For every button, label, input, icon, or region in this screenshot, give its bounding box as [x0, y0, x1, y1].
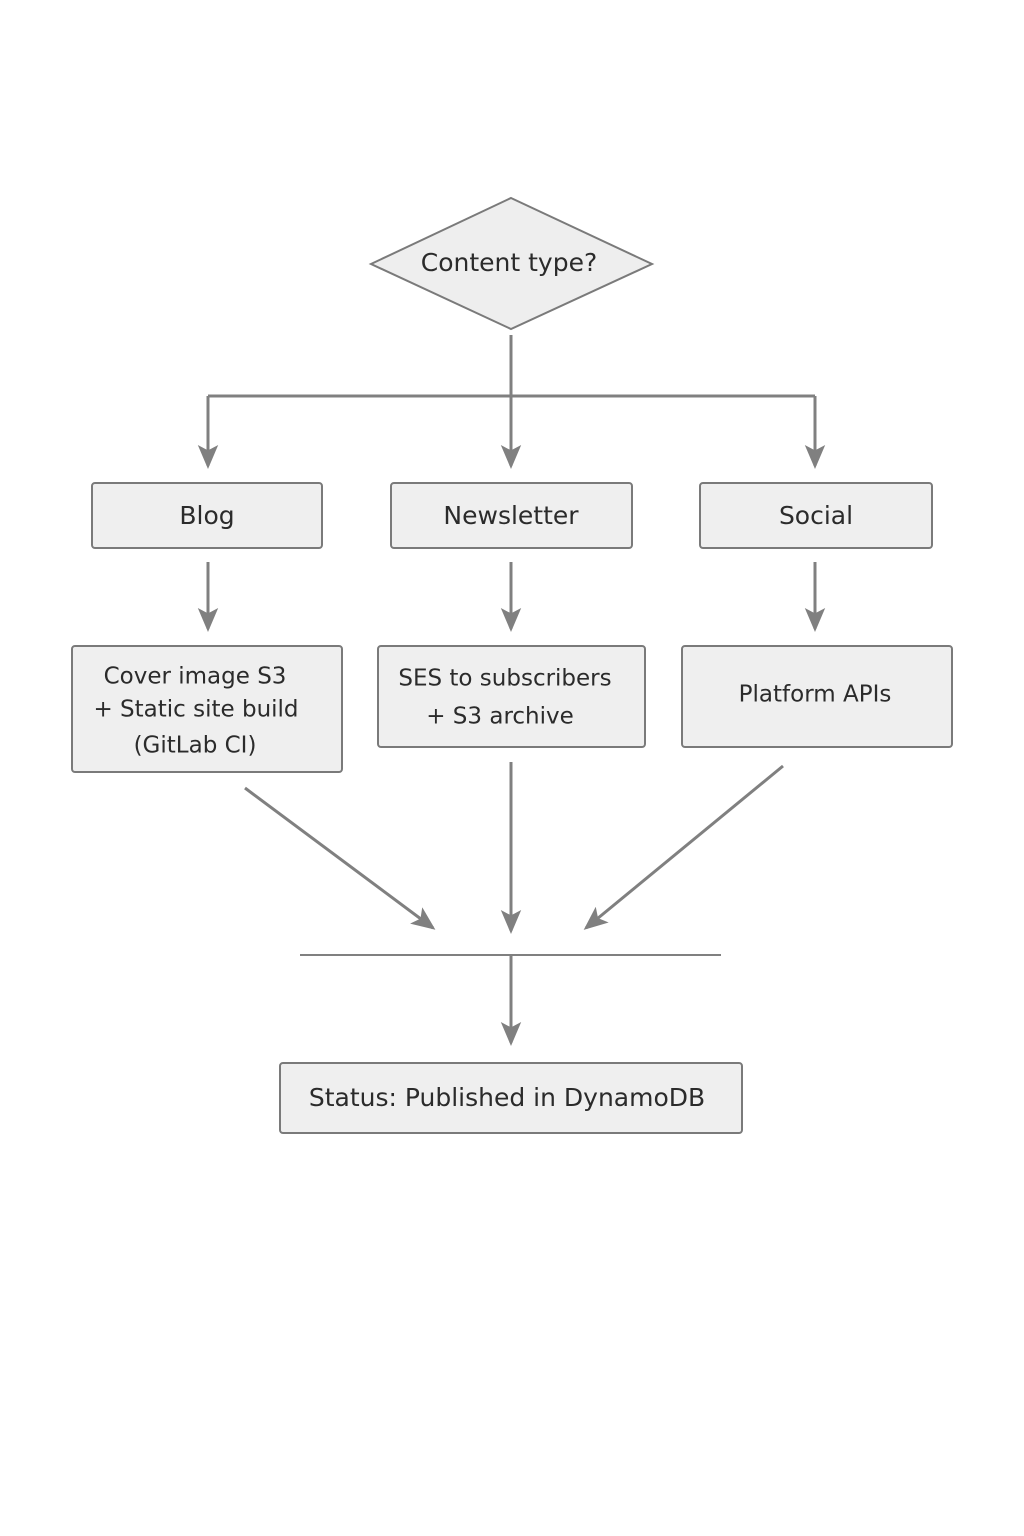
status-label: Status: Published in DynamoDB — [309, 1083, 705, 1112]
decision-node-content-type: Content type? — [368, 196, 655, 331]
decision-label: Content type? — [421, 248, 598, 277]
split-connector — [208, 335, 815, 398]
blog-action-line-2: + Static site build — [93, 697, 298, 723]
node-blog-label: Blog — [179, 501, 234, 530]
node-newsletter-action: SES to subscribers + S3 archive — [377, 645, 646, 748]
node-social-action: Platform APIs — [681, 645, 953, 748]
node-blog: Blog — [91, 482, 323, 549]
node-social: Social — [699, 482, 933, 549]
node-newsletter-label: Newsletter — [443, 501, 579, 530]
newsletter-action-line-2: + S3 archive — [426, 704, 574, 730]
edge-blog-action-to-merge — [244, 786, 436, 930]
node-status-published: Status: Published in DynamoDB — [279, 1062, 743, 1134]
node-newsletter: Newsletter — [390, 482, 633, 549]
node-blog-action: Cover image S3 + Static site build (GitL… — [71, 645, 343, 773]
newsletter-action-line-1: SES to subscribers — [398, 666, 611, 692]
blog-action-line-1: Cover image S3 — [104, 664, 287, 690]
blog-action-line-3: (GitLab CI) — [134, 733, 257, 759]
node-social-label: Social — [779, 501, 853, 530]
social-action-line-1: Platform APIs — [739, 682, 892, 708]
edge-social-action-to-merge — [583, 764, 784, 930]
